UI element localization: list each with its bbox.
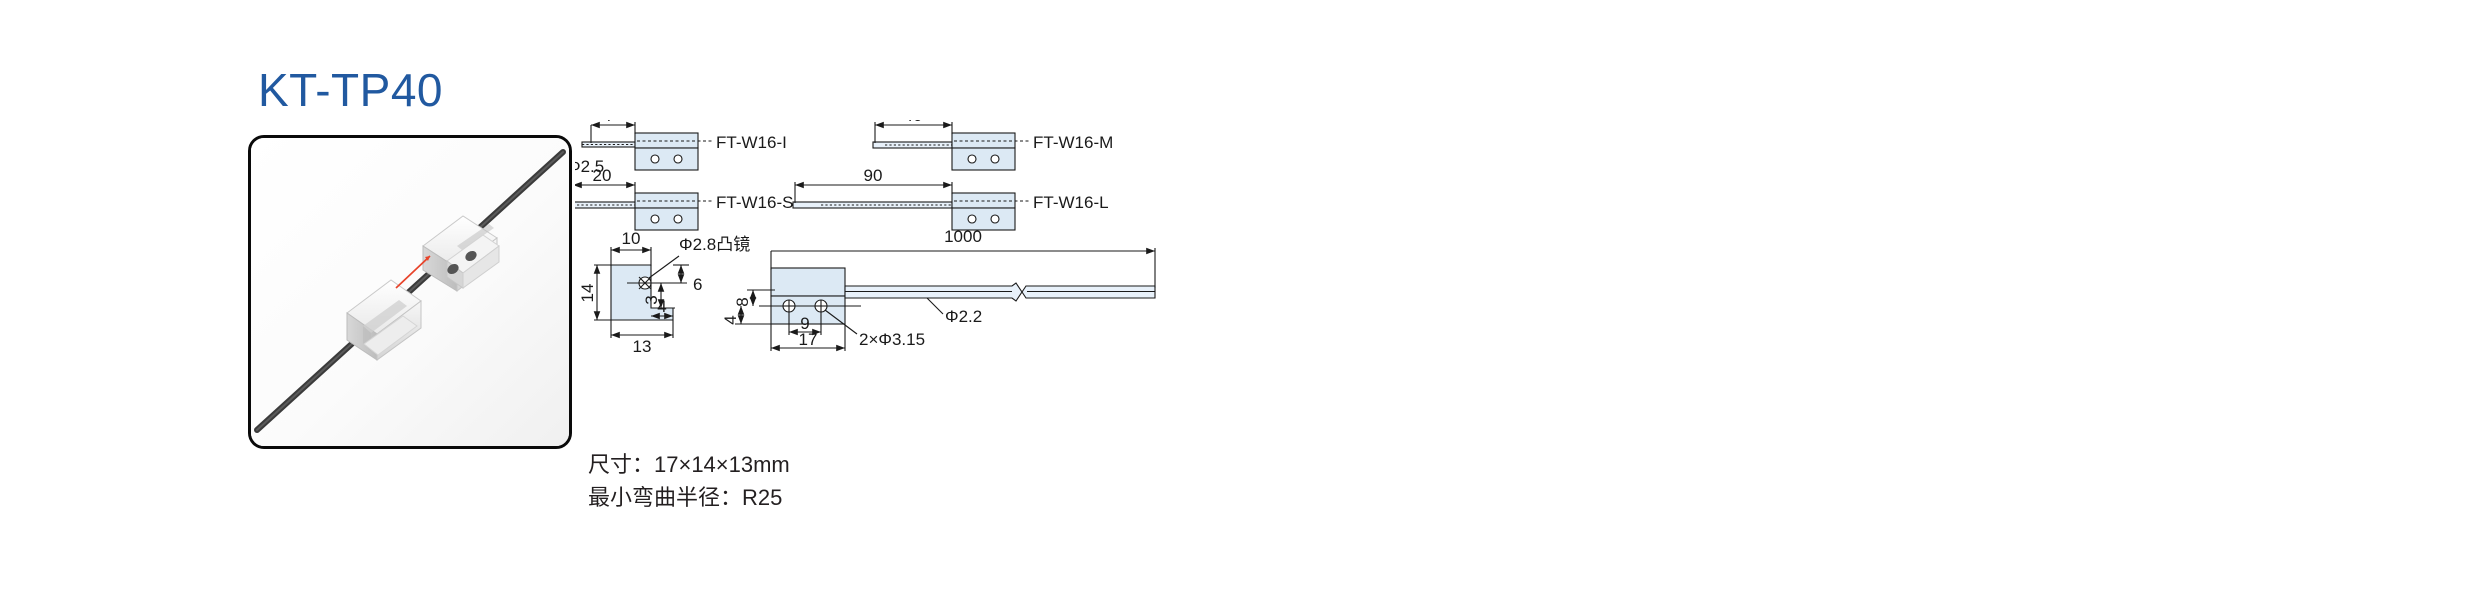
emitter-block xyxy=(422,215,500,293)
sidedim-lens-height: 6 xyxy=(693,275,702,294)
variant-drawing-I xyxy=(581,121,713,171)
variant-label-I: FT-W16-I xyxy=(716,133,787,152)
sidedim-foot: 4 xyxy=(657,297,666,316)
frontdim-total-width: 17 xyxy=(799,330,818,349)
spec-size: 尺寸：17×14×13mm xyxy=(588,452,790,477)
frontdim-hole-height: 8 xyxy=(733,297,752,306)
dim-M: 40 xyxy=(904,120,923,125)
page-title: KT-TP40 xyxy=(258,64,444,116)
variant-drawing-S xyxy=(575,181,713,231)
product-photo-frame xyxy=(248,135,572,449)
variant-drawing-L xyxy=(792,181,1030,231)
receiver-block xyxy=(346,279,422,361)
variant-label-S: FT-W16-S xyxy=(716,193,793,212)
spec-bend-radius: 最小弯曲半径：R25 xyxy=(588,485,783,510)
dim-L: 90 xyxy=(864,166,883,185)
callout-mount-holes: 2×Φ3.15 xyxy=(859,330,925,349)
side-view xyxy=(593,246,689,339)
callout-rod-diameter: Φ2.5 xyxy=(575,157,604,176)
variant-label-M: FT-W16-M xyxy=(1033,133,1113,152)
dim-S: 20 xyxy=(593,166,612,185)
callout-cable-length: 1000 xyxy=(944,227,982,246)
sidedim-height: 14 xyxy=(578,284,597,303)
technical-drawing: FT-W16-I FT-W16-M FT-W16-S FT-W16-L 4 40… xyxy=(575,120,1195,420)
frontdim-hole-pitch: 9 xyxy=(800,314,809,333)
dim-I: 4 xyxy=(602,120,611,125)
sidedim-lens-offset: 3 xyxy=(642,295,661,304)
frontdim-bottom-offset: 4 xyxy=(721,315,740,324)
variant-drawing-M xyxy=(872,121,1030,171)
sidedim-width-top: 10 xyxy=(622,229,641,248)
product-photo-illustration xyxy=(251,138,569,446)
sidedim-depth: 13 xyxy=(633,337,652,356)
spec-text-block: 尺寸：17×14×13mm 最小弯曲半径：R25 xyxy=(588,448,790,514)
variant-label-L: FT-W16-L xyxy=(1033,193,1109,212)
callout-lens: Φ2.8凸镜 xyxy=(679,235,750,254)
front-view xyxy=(735,247,1156,352)
sensing-beam xyxy=(395,255,431,289)
callout-cable-diameter: Φ2.2 xyxy=(945,307,982,326)
